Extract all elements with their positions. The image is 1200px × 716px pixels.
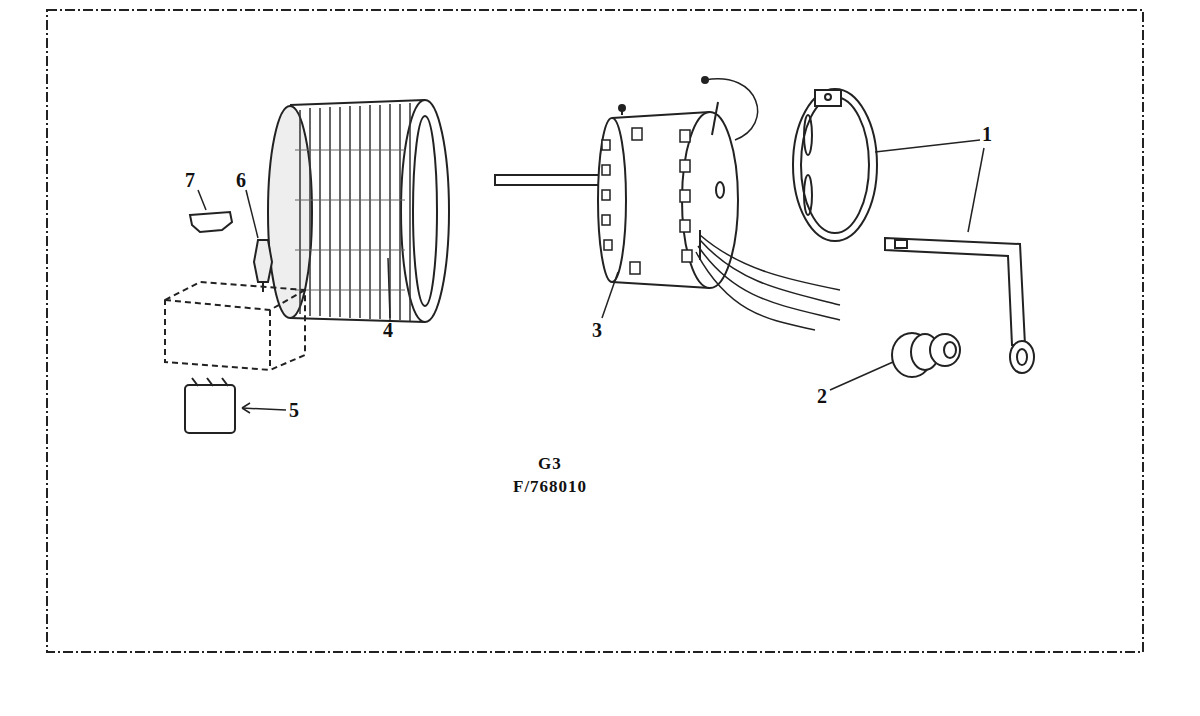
figure-code: F/768010 [513,478,587,495]
callout-number: 5 [289,400,299,420]
figure-code: G3 [538,455,562,472]
callout-number: 2 [817,386,827,406]
callout-number: 7 [185,170,195,190]
callout-number: 3 [592,320,602,340]
callout-number: 4 [383,320,393,340]
callout-number: 6 [236,170,246,190]
callout-number: 1 [982,124,992,144]
